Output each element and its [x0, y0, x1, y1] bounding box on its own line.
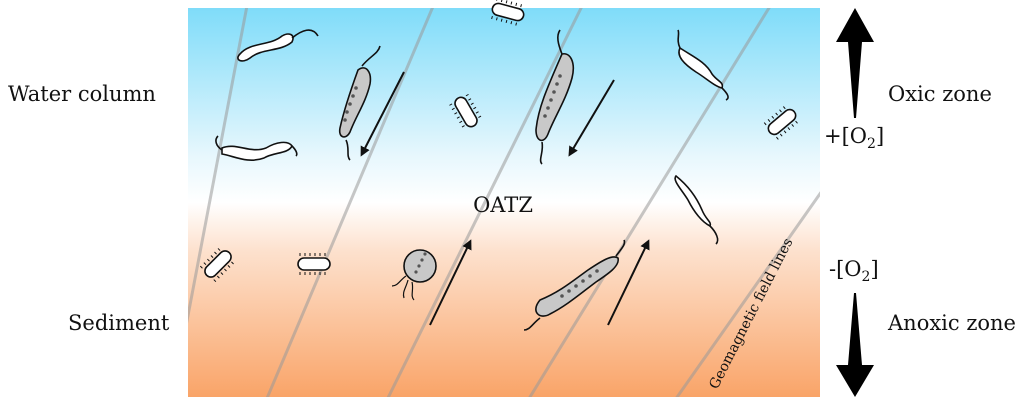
oatz-label: OATZ [473, 193, 533, 217]
oxygen-gradient-arrows [836, 8, 874, 397]
anoxic-down-arrow [836, 293, 874, 397]
oxic-up-arrow [836, 8, 874, 118]
